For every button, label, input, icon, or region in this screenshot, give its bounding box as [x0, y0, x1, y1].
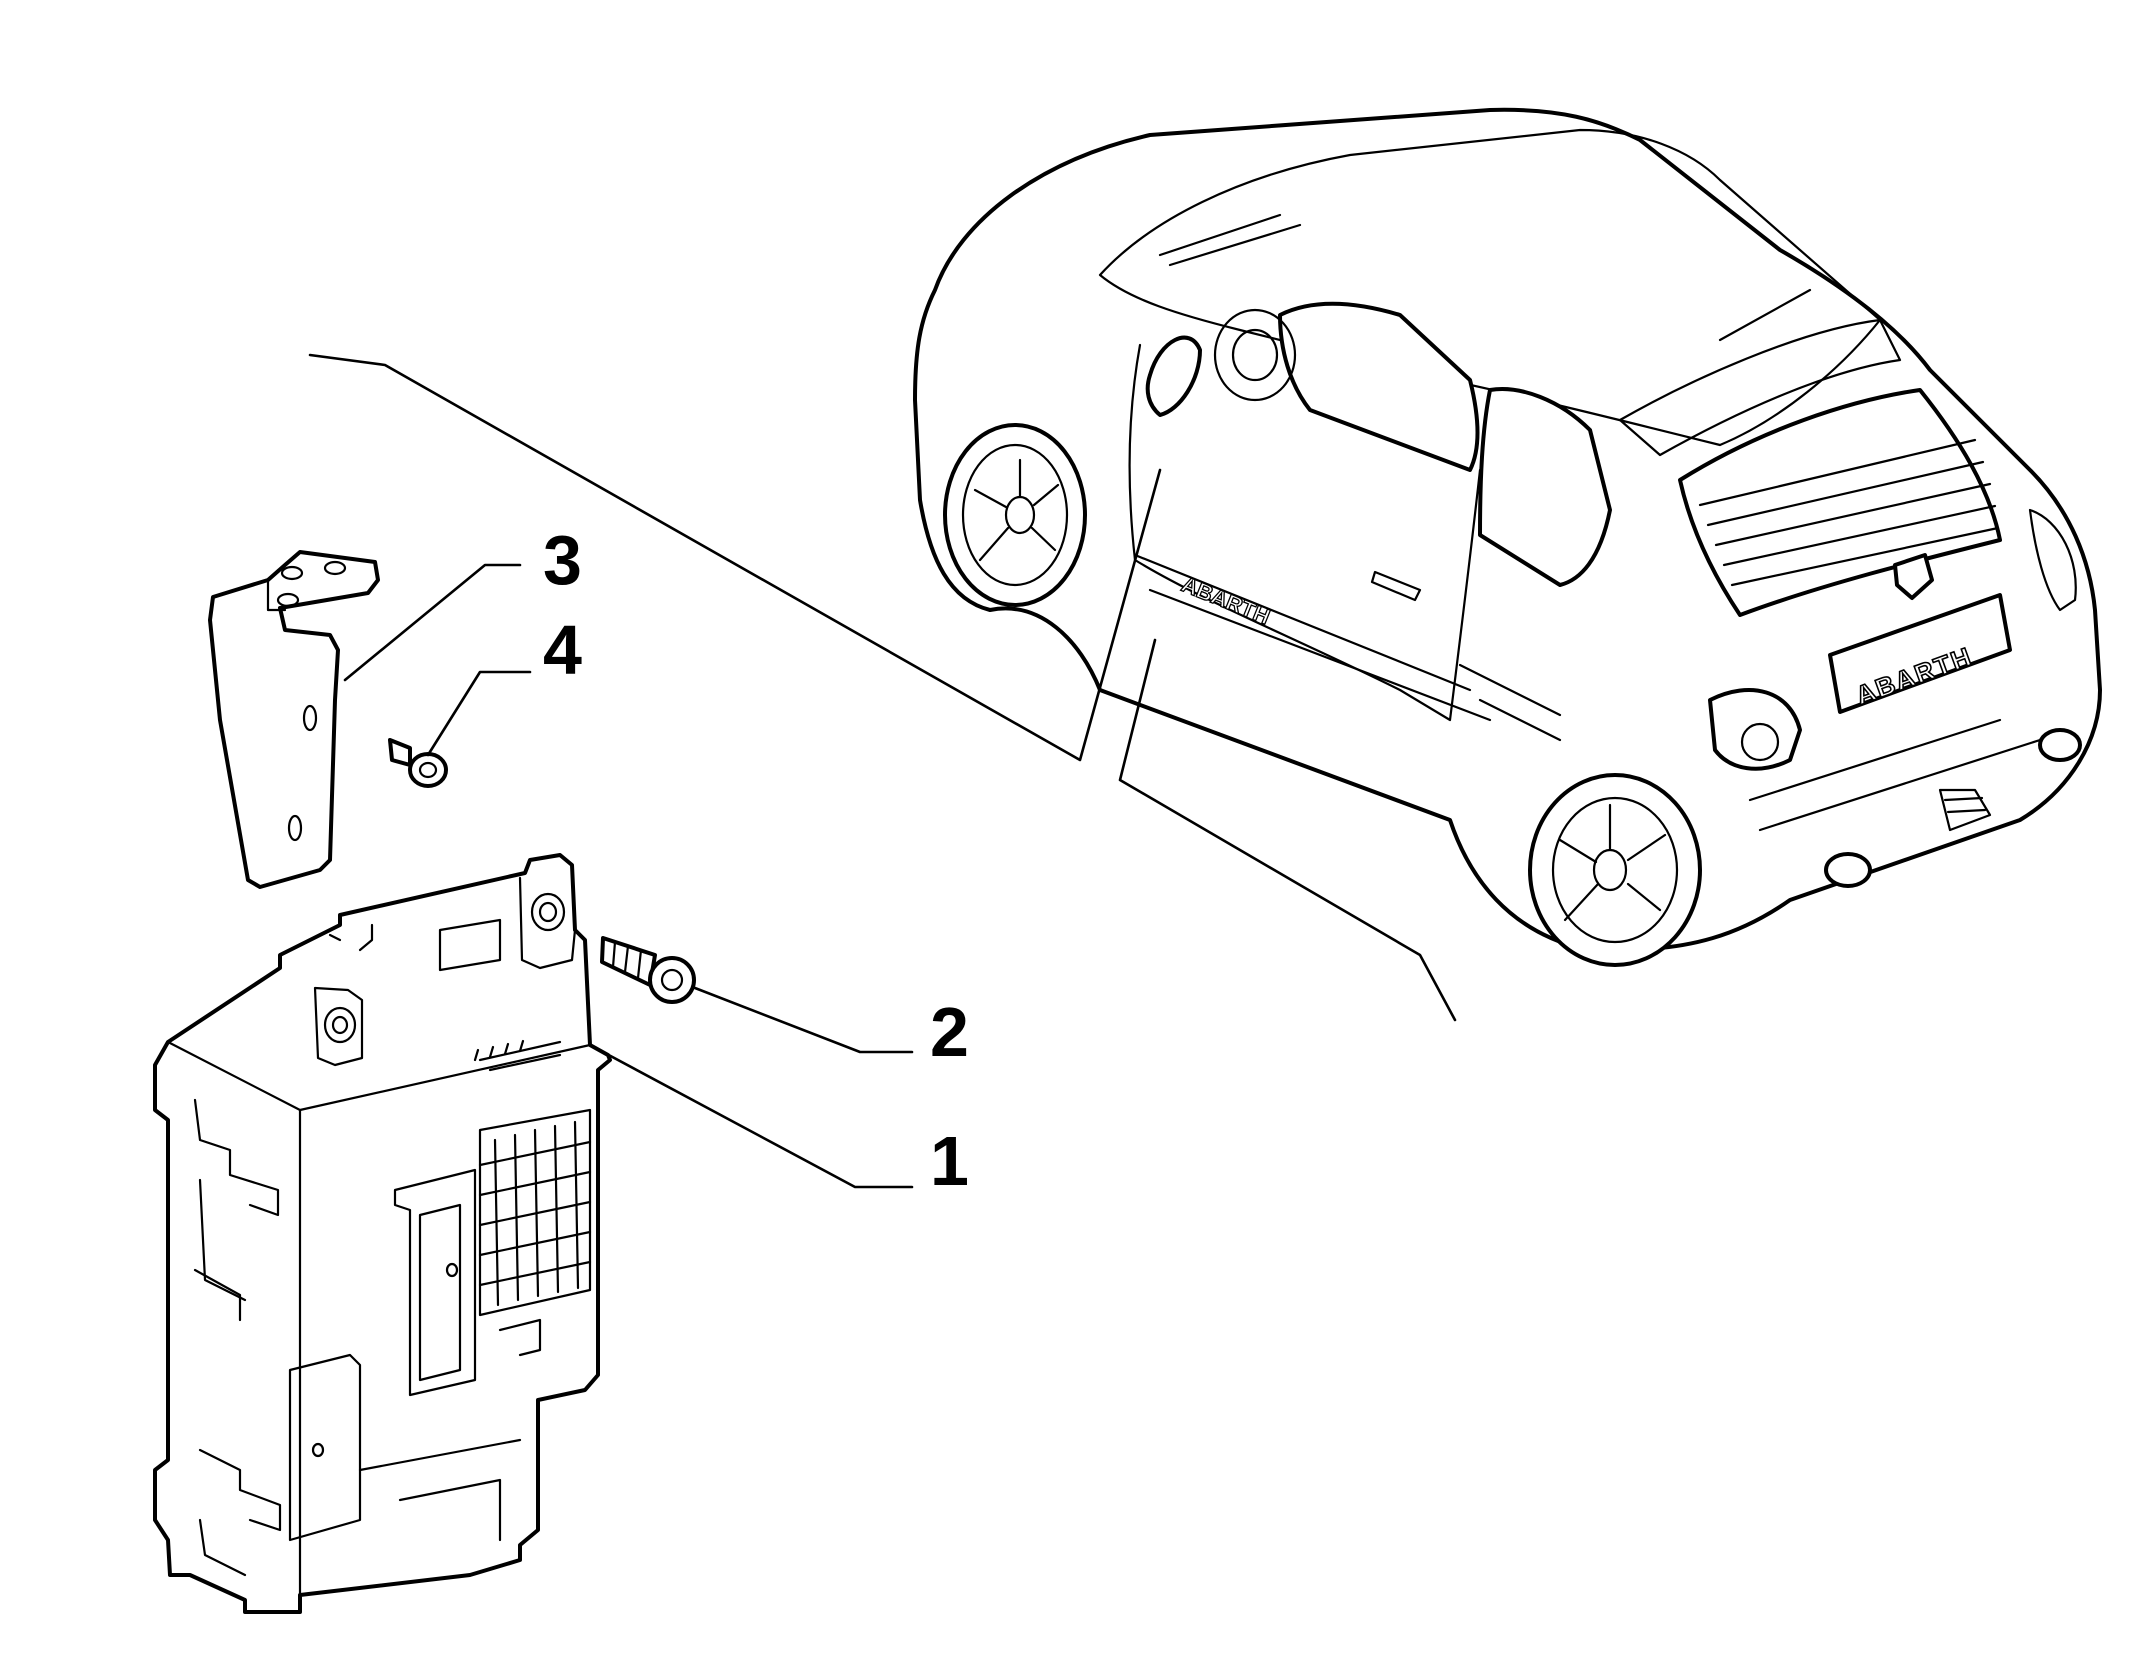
bolt-part-2 — [600, 936, 696, 1004]
leader-2 — [693, 986, 914, 1054]
callout-2: 2 — [930, 993, 969, 1071]
screw-part-4 — [388, 738, 448, 788]
bracket-part-3 — [208, 550, 380, 889]
scorpion-badge-icon — [1893, 553, 1934, 600]
leader-1 — [588, 1043, 914, 1189]
car-illustration: ABARTH ABARTH — [913, 107, 2102, 967]
leader-4 — [426, 670, 532, 757]
leader-3 — [343, 563, 522, 682]
callout-4: 4 — [543, 611, 582, 689]
control-unit-part-1 — [153, 853, 612, 1614]
location-leader-lower — [1118, 638, 1457, 1022]
callout-3: 3 — [543, 521, 582, 599]
number-plate — [1828, 593, 2012, 714]
callout-1: 1 — [930, 1122, 969, 1200]
leader-lines — [308, 353, 1457, 1189]
location-leader-upper — [308, 353, 1162, 762]
callout-labels: 3 4 2 1 — [543, 521, 969, 1200]
